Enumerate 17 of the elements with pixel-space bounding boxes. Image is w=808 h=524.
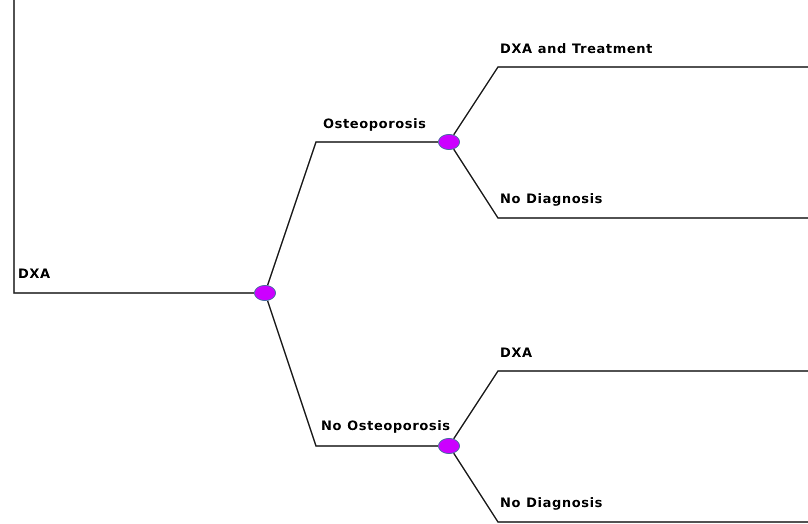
branch-line — [453, 66, 808, 136]
branch-line — [266, 141, 438, 286]
branch-label: DXA — [18, 267, 51, 283]
branch-line — [453, 452, 808, 523]
branch-label: No Diagnosis — [500, 496, 603, 512]
branch-line — [266, 300, 438, 447]
branch-label: Osteoporosis — [323, 117, 426, 133]
branch-line — [13, 0, 254, 294]
chance-node-circle — [438, 134, 460, 150]
branch-label: No Osteoporosis — [321, 419, 451, 435]
branch-line — [453, 148, 808, 219]
branch-label: DXA — [500, 346, 533, 362]
chance-node-circle — [438, 438, 460, 454]
branch-label: No Diagnosis — [500, 192, 603, 208]
chance-node-circle — [254, 285, 276, 301]
branch-label: DXA and Treatment — [500, 42, 653, 58]
branch-line — [453, 370, 808, 440]
